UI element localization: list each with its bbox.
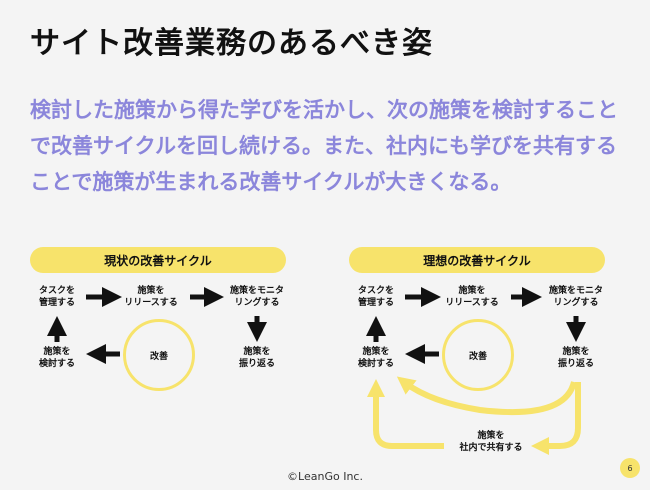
node-reflect: 施策を振り返る [238, 347, 275, 369]
node-ideal-manage-tasks: タスクを管理する [357, 286, 394, 308]
node-ideal-share: 施策を社内で共有する [459, 431, 523, 453]
node-release: 施策をリリースする [124, 286, 178, 308]
node-ideal-reflect: 施策を振り返る [557, 347, 594, 369]
arrow-share-to-consider-curve [367, 379, 444, 449]
node-monitor: 施策をモニタリングする [229, 286, 284, 308]
ideal-improvement-label: 改善 [468, 351, 487, 362]
arrow-reflect-to-share-curve [531, 382, 581, 455]
lead-text: 検討した施策から得た学びを活かし、次の施策を検討することで改善サイクルを回し続け… [30, 98, 618, 194]
slide-title: サイト改善業務のあるべき姿 [30, 26, 433, 61]
node-manage-tasks: タスクを管理する [38, 286, 75, 308]
page-number: 6 [620, 458, 640, 478]
ideal-improvement-circle: 改善 [442, 319, 514, 391]
current-cycle-label: 現状の改善サイクル [30, 247, 286, 273]
node-ideal-consider: 施策を検討する [357, 347, 394, 369]
node-ideal-release: 施策をリリースする [445, 286, 499, 308]
arrow-reflect-to-consider-curve [396, 376, 577, 416]
footer-copyright: ©LeanGo Inc. [287, 470, 363, 483]
node-ideal-monitor: 施策をモニタリングする [548, 286, 603, 308]
ideal-cycle-label: 理想の改善サイクル [349, 247, 605, 273]
improvement-circle: 改善 [123, 319, 195, 391]
improvement-label: 改善 [149, 351, 168, 362]
node-consider: 施策を検討する [38, 347, 75, 369]
